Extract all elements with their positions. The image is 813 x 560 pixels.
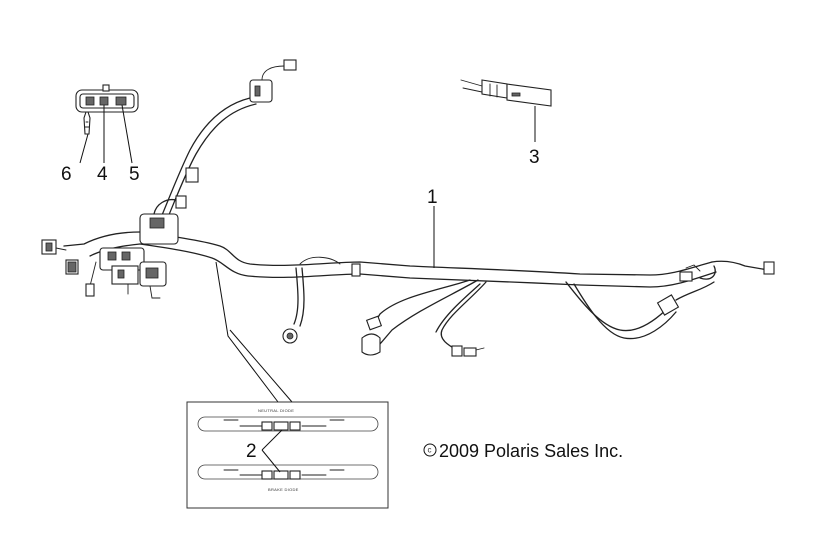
brake-diode-assembly: BRAKE DIODE — [197, 464, 379, 492]
detail-pointer-line-left — [215, 261, 279, 403]
callout-2-leaders — [261, 429, 283, 473]
callout-leader-lines-top-left — [79, 104, 133, 164]
main-harness-drawing — [41, 59, 775, 357]
callout-3: 3 — [529, 147, 540, 168]
callout-2: 2 — [246, 441, 257, 462]
copyright-text: 2009 Polaris Sales Inc. — [439, 441, 623, 461]
connector-3-drawing — [460, 79, 552, 107]
detail-pointer-line-right — [229, 329, 293, 403]
copyright-symbol: c — [428, 446, 432, 455]
callout-5: 5 — [129, 164, 140, 185]
callout-4: 4 — [97, 164, 108, 185]
brake-diode-label: BRAKE DIODE — [268, 487, 299, 492]
copyright-notice: c 2009 Polaris Sales Inc. — [423, 441, 623, 461]
connector-block-detail — [75, 84, 139, 135]
diode-detail-box — [186, 401, 389, 509]
neutral-diode-assembly: NEUTRAL DIODE — [197, 408, 379, 432]
neutral-diode-label: NEUTRAL DIODE — [258, 408, 294, 413]
callout-1: 1 — [427, 187, 438, 208]
callout-6: 6 — [61, 164, 72, 185]
